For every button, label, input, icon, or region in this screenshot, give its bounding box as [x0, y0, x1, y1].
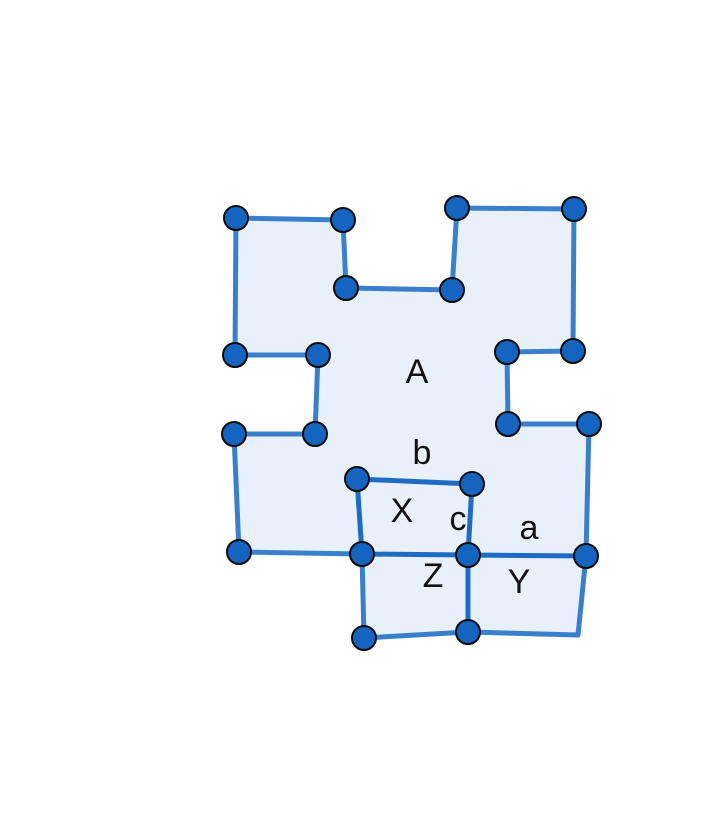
- label-Z: Z: [423, 557, 444, 595]
- vertex: [344, 466, 370, 492]
- edge: [233, 215, 346, 223]
- edge: [583, 421, 592, 559]
- vertex: [495, 411, 521, 437]
- edge-a: [465, 552, 589, 559]
- edge: [312, 352, 321, 437]
- vertex: [494, 339, 520, 365]
- vertex: [305, 342, 331, 368]
- edge-b: [354, 476, 475, 487]
- edge: [449, 205, 460, 293]
- label-A: A: [406, 353, 429, 391]
- vertex: [349, 541, 375, 567]
- vertex: [444, 195, 470, 221]
- edge: [231, 431, 242, 555]
- edge: [454, 205, 577, 212]
- edge: [236, 549, 365, 557]
- edge: [343, 285, 455, 293]
- vertex: [351, 625, 377, 651]
- vertex: [226, 539, 252, 565]
- vertex: [222, 342, 248, 368]
- edge: [232, 215, 239, 358]
- vertices: [221, 195, 602, 651]
- vertex: [221, 421, 247, 447]
- vertex: [576, 411, 602, 437]
- outer-edges: [231, 205, 592, 641]
- label-b: b: [413, 434, 432, 472]
- edge: [575, 553, 589, 638]
- vertex: [573, 543, 599, 569]
- label-Y: Y: [508, 563, 531, 601]
- edge: [570, 206, 577, 354]
- label-c: c: [450, 500, 467, 538]
- edge: [359, 551, 367, 641]
- label-X: X: [391, 492, 414, 530]
- vertex: [333, 275, 359, 301]
- edge-middle-horizontal: [359, 551, 471, 558]
- vertex: [560, 338, 586, 364]
- vertex: [439, 277, 465, 303]
- edge: [361, 629, 471, 641]
- vertex: [455, 619, 481, 645]
- vertex: [561, 196, 587, 222]
- vertex: [302, 421, 328, 447]
- vertex: [223, 205, 249, 231]
- vertex: [455, 542, 481, 568]
- shaded-region: [234, 208, 589, 638]
- edge: [465, 629, 581, 638]
- vertex: [459, 471, 485, 497]
- label-a: a: [520, 509, 539, 547]
- vertex: [330, 207, 356, 233]
- labels: A b X c a Z Y: [391, 353, 539, 601]
